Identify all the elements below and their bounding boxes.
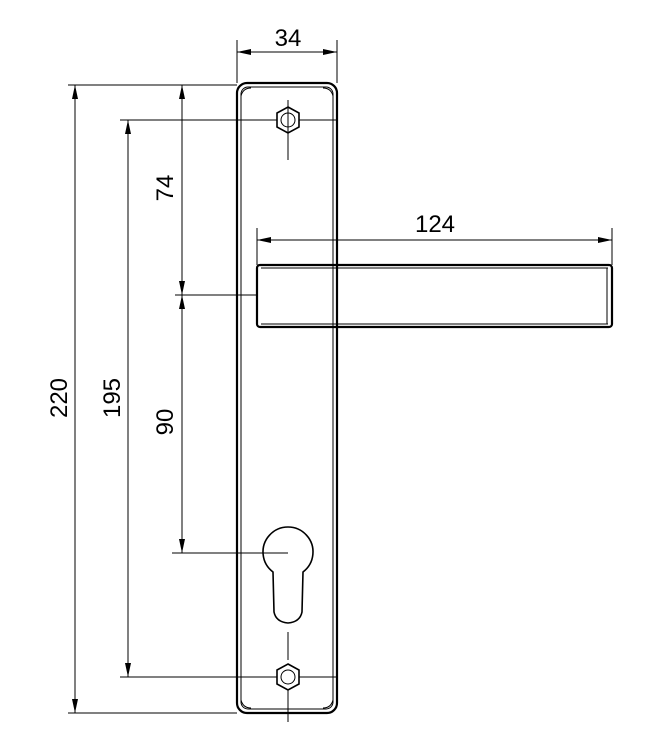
back-plate xyxy=(235,81,339,715)
dim-screw-spacing: 195 xyxy=(99,378,126,418)
dim-plate-height: 220 xyxy=(46,378,73,418)
bottom-screw-icon xyxy=(276,632,300,722)
dim-lever-to-cylinder: 90 xyxy=(152,409,179,436)
dimension-lines xyxy=(72,49,612,713)
lever-handle xyxy=(255,263,614,329)
top-screw-icon xyxy=(276,100,300,160)
extension-lines xyxy=(68,40,613,714)
dim-top-to-lever: 74 xyxy=(152,175,179,202)
dim-plate-width: 34 xyxy=(275,25,302,52)
cylinder-cutout xyxy=(262,526,314,624)
dim-lever-length: 124 xyxy=(415,211,455,238)
